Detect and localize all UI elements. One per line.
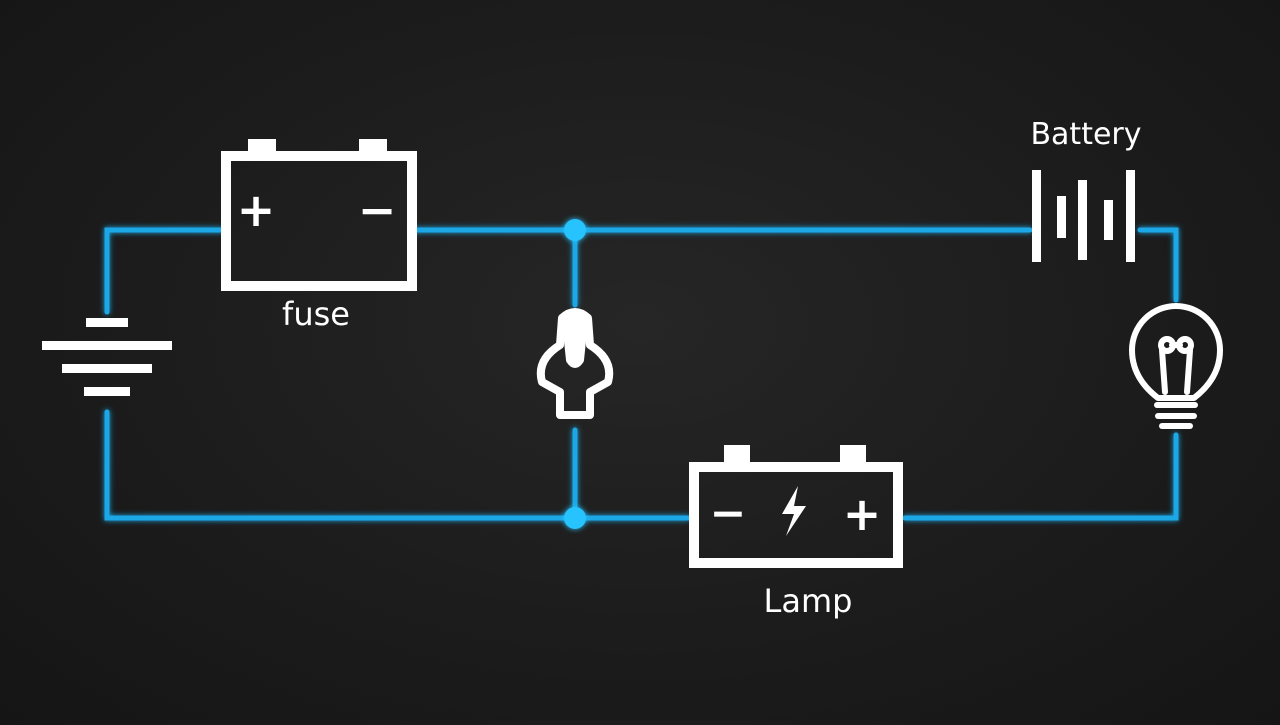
junction-node-bottom [564, 507, 586, 529]
wire-right-upper [1137, 227, 1179, 303]
car-battery-charge-icon: − + [689, 445, 903, 568]
wire-left-lower [104, 409, 691, 521]
wire-left-upper [104, 227, 225, 315]
wire-right-lower [902, 432, 1179, 521]
battery-label: Battery [1030, 117, 1141, 152]
wires [104, 227, 1179, 521]
light-bulb-icon [1129, 303, 1223, 429]
car-battery-icon: + − [221, 139, 417, 291]
ground-icon [42, 318, 172, 396]
bottom-battery-positive: + [843, 487, 882, 541]
lamp-label: Lamp [764, 582, 853, 620]
lightning-bolt-icon [782, 486, 806, 536]
bottom-battery-negative: − [710, 488, 747, 539]
top-battery-negative: − [358, 183, 397, 237]
battery-cell-icon [1032, 170, 1135, 262]
top-battery-positive: + [237, 183, 276, 237]
fuse-label: fuse [282, 295, 350, 333]
toggle-switch-icon [536, 308, 614, 419]
junction-node-top [564, 219, 586, 241]
